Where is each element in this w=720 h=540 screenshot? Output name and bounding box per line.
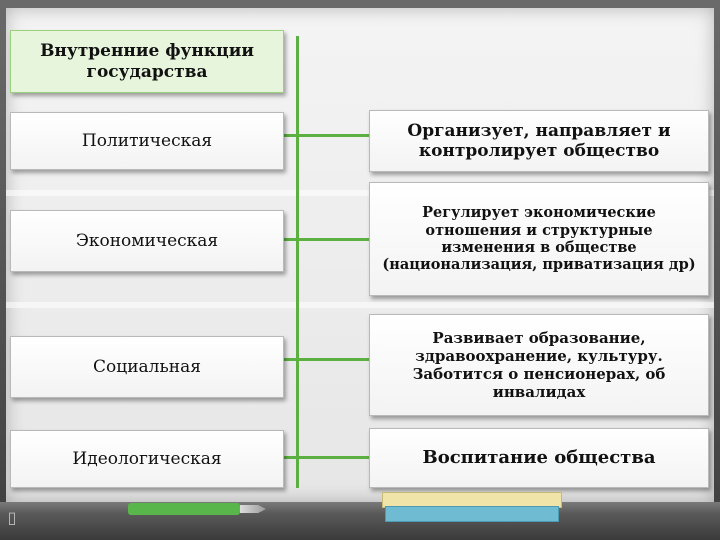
- connector-trunk: [296, 36, 299, 488]
- function-political: Политическая: [10, 112, 284, 170]
- function-social: Социальная: [10, 336, 284, 398]
- description-social: Развивает образование, здравоохранение, …: [369, 314, 709, 416]
- description-ideological: Воспитание общества: [369, 428, 709, 488]
- description-political: Организует, направляет и контролирует об…: [369, 110, 709, 172]
- connector-branch: [299, 358, 369, 361]
- eraser-handle: [385, 506, 559, 522]
- function-economic: Экономическая: [10, 210, 284, 272]
- board-highlight: [6, 302, 714, 308]
- marker-icon: [128, 503, 240, 515]
- connector-branch: [299, 134, 369, 137]
- connector-branch: [284, 134, 296, 137]
- diagram-title: Внутренние функции государства: [10, 30, 284, 93]
- connector-branch: [299, 456, 369, 459]
- description-economic: Регулирует экономические отношения и стр…: [369, 182, 709, 296]
- connector-branch: [299, 238, 369, 241]
- board-highlight: [6, 190, 714, 196]
- connector-branch: [284, 456, 296, 459]
- connector-branch: [284, 358, 296, 361]
- function-ideological: Идеологическая: [10, 430, 284, 488]
- marker-tip: [240, 505, 266, 513]
- page-icon: ▯: [7, 508, 17, 527]
- board-tray: [0, 502, 720, 540]
- connector-branch: [284, 238, 296, 241]
